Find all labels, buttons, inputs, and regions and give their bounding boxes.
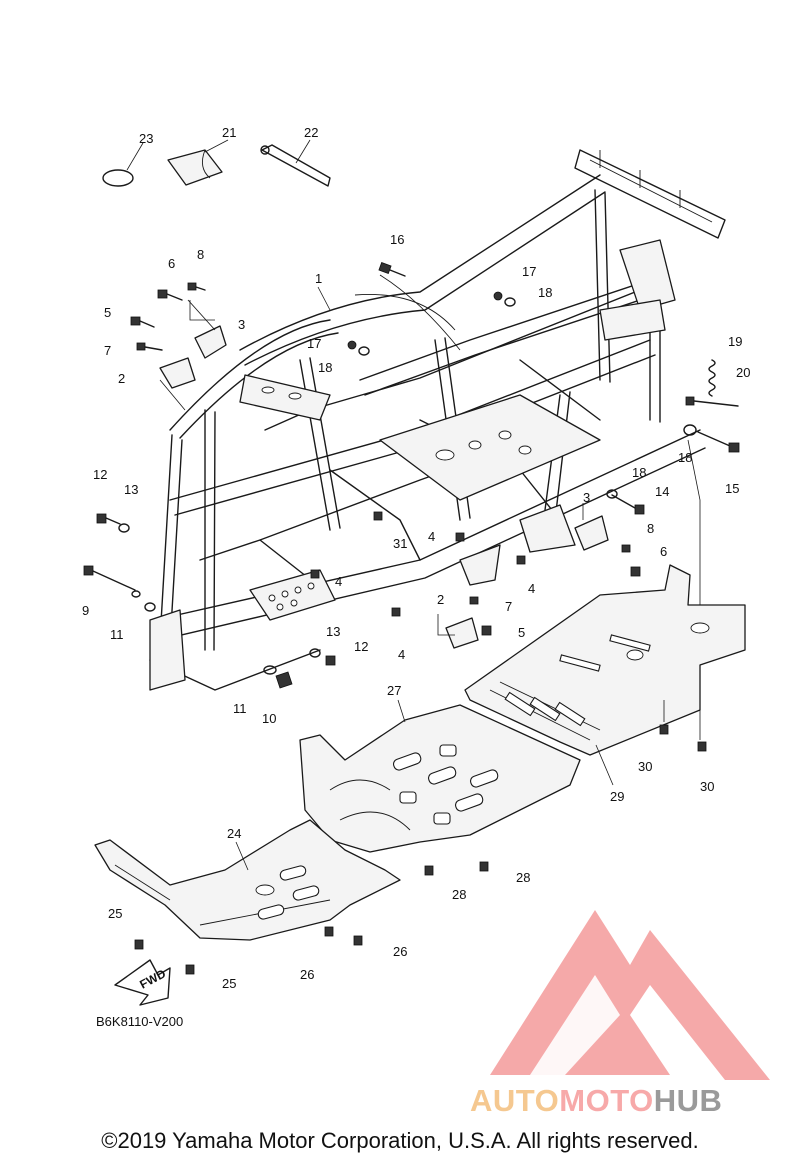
callout-4b: 4 xyxy=(335,574,342,589)
callout-21: 21 xyxy=(222,125,236,140)
callout-3b: 3 xyxy=(583,490,590,505)
callout-31: 31 xyxy=(393,536,407,551)
callout-29: 29 xyxy=(610,789,624,804)
callout-9: 9 xyxy=(82,603,89,618)
callout-26b: 26 xyxy=(300,967,314,982)
callout-30: 30 xyxy=(638,759,652,774)
callout-17b: 17 xyxy=(307,336,321,351)
callout-1: 1 xyxy=(315,271,322,286)
watermark-part-moto: MOTO xyxy=(559,1083,654,1118)
callout-25b: 25 xyxy=(222,976,236,991)
copyright-notice: ©2019 Yamaha Motor Corporation, U.S.A. A… xyxy=(101,1128,699,1153)
callout-6: 6 xyxy=(168,256,175,271)
callout-20: 20 xyxy=(736,365,750,380)
callout-22: 22 xyxy=(304,125,318,140)
callout-12b: 12 xyxy=(354,639,368,654)
callout-5: 5 xyxy=(104,305,111,320)
automotohub-logo-icon xyxy=(490,910,770,1080)
callout-2b: 2 xyxy=(437,592,444,607)
callout-8b: 8 xyxy=(647,521,654,536)
fasteners xyxy=(83,262,740,740)
main-frame xyxy=(149,149,726,691)
label-sheet-part xyxy=(167,139,229,186)
callout-3: 3 xyxy=(238,317,245,332)
fwd-arrow-icon xyxy=(114,959,171,1006)
callout-8: 8 xyxy=(197,247,204,262)
callout-16: 16 xyxy=(390,232,404,247)
callout-26: 26 xyxy=(393,944,407,959)
callout-19: 19 xyxy=(728,334,742,349)
skid-plate-middle xyxy=(299,699,581,876)
callout-18c: 18 xyxy=(678,450,692,465)
callout-7: 7 xyxy=(104,343,111,358)
callout-18: 18 xyxy=(538,285,552,300)
callout-18b: 18 xyxy=(318,360,332,375)
callout-14: 14 xyxy=(655,484,669,499)
callout-25: 25 xyxy=(108,906,122,921)
callout-11b: 11 xyxy=(233,701,247,716)
callout-2: 2 xyxy=(118,371,125,386)
watermark-text: AUTOMOTOHUB xyxy=(470,1083,722,1119)
callout-23: 23 xyxy=(139,131,153,146)
callout-28b: 28 xyxy=(516,870,530,885)
callout-4: 4 xyxy=(428,529,435,544)
skid-plate-front xyxy=(94,819,401,1006)
callout-24: 24 xyxy=(227,826,241,841)
skid-plate-rear xyxy=(464,564,746,786)
callout-10: 10 xyxy=(262,711,276,726)
diagram-code: B6K8110-V200 xyxy=(96,1014,184,1029)
watermark-part-hub: HUB xyxy=(653,1083,723,1118)
callout-18d: 18 xyxy=(632,465,646,480)
callout-4d: 4 xyxy=(398,647,405,662)
callout-7b: 7 xyxy=(505,599,512,614)
callout-17: 17 xyxy=(522,264,536,279)
callout-6b: 6 xyxy=(660,544,667,559)
callout-12: 12 xyxy=(93,467,107,482)
callout-13b: 13 xyxy=(326,624,340,639)
callout-28: 28 xyxy=(452,887,466,902)
callout-numbers: 23 21 22 16 6 8 1 17 18 5 3 17 7 18 2 19… xyxy=(82,125,750,991)
watermark-part-auto: AUTO xyxy=(470,1083,560,1118)
o-ring-part xyxy=(102,142,144,187)
callout-5b: 5 xyxy=(518,625,525,640)
tool-rod-part xyxy=(260,139,331,187)
callout-27: 27 xyxy=(387,683,401,698)
callout-15: 15 xyxy=(725,481,739,496)
callout-13: 13 xyxy=(124,482,138,497)
callout-4c: 4 xyxy=(528,581,535,596)
callout-11: 11 xyxy=(110,627,124,642)
callout-30b: 30 xyxy=(700,779,714,794)
